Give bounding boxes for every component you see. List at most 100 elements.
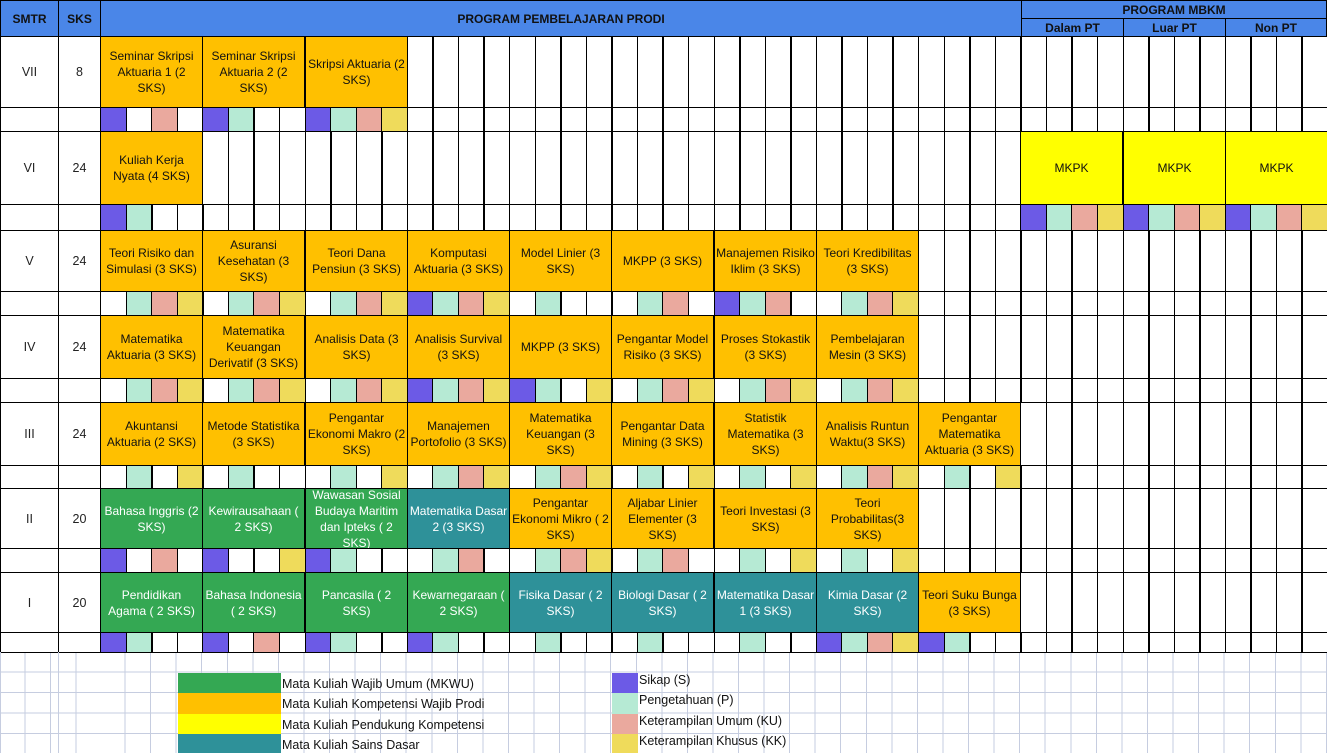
course-cell[interactable]: Teori Kredibilitas (3 SKS)	[816, 230, 919, 292]
course-cell[interactable]: MKPK	[1225, 131, 1327, 205]
semester-label: II	[0, 488, 59, 549]
empty-indicator-cell	[944, 107, 971, 132]
course-cell[interactable]: Matematika Keuangan (3 SKS)	[509, 402, 612, 466]
course-cell[interactable]: Teori Dana Pensiun (3 SKS)	[305, 230, 408, 292]
empty-indicator-cell	[1046, 548, 1073, 573]
empty-cell	[1225, 36, 1252, 108]
course-cell[interactable]: Akuntansi Aktuaria (2 SKS)	[100, 402, 203, 466]
empty-cell	[637, 131, 664, 205]
course-cell[interactable]: Matematika Aktuaria (3 SKS)	[100, 315, 203, 379]
empty-cell	[1097, 572, 1124, 633]
course-cell[interactable]: Seminar Skripsi Aktuaria 2 (2 SKS)	[202, 36, 305, 108]
course-cell[interactable]: Metode Statistika (3 SKS)	[202, 402, 305, 466]
course-cell[interactable]: Teori Investasi (3 SKS)	[714, 488, 817, 549]
competency-kk-marker	[1097, 204, 1124, 231]
competency-p-marker	[330, 465, 357, 489]
empty-indicator-cell	[969, 378, 996, 403]
course-cell[interactable]: Seminar Skripsi Aktuaria 1 (2 SKS)	[100, 36, 203, 108]
course-cell[interactable]: Teori Suku Bunga (3 SKS)	[918, 572, 1021, 633]
course-cell[interactable]: Teori Risiko dan Simulasi (3 SKS)	[100, 230, 203, 292]
course-cell[interactable]: Pendidikan Agama ( 2 SKS)	[100, 572, 203, 633]
course-cell[interactable]: Teori Probabilitas(3 SKS)	[816, 488, 919, 549]
course-cell[interactable]: Pengantar Matematika Aktuaria (3 SKS)	[918, 402, 1021, 466]
course-cell[interactable]: Kimia Dasar (2 SKS)	[816, 572, 919, 633]
empty-indicator-cell	[483, 632, 510, 653]
empty-cell	[458, 131, 485, 205]
course-cell[interactable]: Kewirausahaan ( 2 SKS)	[202, 488, 305, 549]
course-cell[interactable]: Manajemen Portofolio (3 SKS)	[407, 402, 510, 466]
course-cell[interactable]: Asuransi Kesehatan (3 SKS)	[202, 230, 305, 292]
course-cell[interactable]: Proses Stokastik (3 SKS)	[714, 315, 817, 379]
empty-indicator-cell	[1301, 107, 1327, 132]
course-cell[interactable]: Kewarnegaraan ( 2 SKS)	[407, 572, 510, 633]
course-cell[interactable]: Matematika Dasar 2 (3 SKS)	[407, 488, 510, 549]
empty-indicator-cell	[483, 107, 510, 132]
course-cell[interactable]: Manajemen Risiko Iklim (3 SKS)	[714, 230, 817, 292]
course-cell[interactable]: Komputasi Aktuaria (3 SKS)	[407, 230, 510, 292]
course-cell[interactable]: Analisis Data (3 SKS)	[305, 315, 408, 379]
legend-label-msd: Mata Kuliah Sains Dasar	[282, 738, 420, 752]
empty-cell	[1046, 402, 1073, 466]
course-cell[interactable]: Pengantar Ekonomi Mikro ( 2 SKS)	[509, 488, 612, 549]
competency-p-marker	[432, 378, 459, 403]
course-cell[interactable]: MKPK	[1020, 131, 1123, 205]
competency-ku-marker	[458, 548, 485, 573]
empty-indicator-cell	[611, 465, 638, 489]
empty-cell	[995, 488, 1022, 549]
empty-indicator-cell	[509, 291, 536, 316]
empty-cell	[1301, 572, 1327, 633]
empty-indicator-cell	[688, 632, 715, 653]
semester-label: VII	[0, 36, 59, 108]
course-cell[interactable]: Biologi Dasar ( 2 SKS)	[611, 572, 714, 633]
empty-indicator-cell	[714, 632, 741, 653]
empty-cell	[1097, 36, 1124, 108]
competency-s-marker	[100, 548, 127, 573]
empty-indicator-cell	[662, 107, 689, 132]
competency-kk-marker	[892, 465, 919, 489]
empty-indicator-cell	[1123, 632, 1150, 653]
empty-indicator-cell	[1301, 378, 1327, 403]
empty-cell	[1250, 36, 1277, 108]
empty-indicator-cell	[177, 548, 204, 573]
course-cell[interactable]: Bahasa Indonesia ( 2 SKS)	[202, 572, 305, 633]
empty-indicator-cell	[662, 465, 689, 489]
course-cell[interactable]: Bahasa Inggris (2 SKS)	[100, 488, 203, 549]
course-cell[interactable]: Model Linier (3 SKS)	[509, 230, 612, 292]
empty-indicator-cell	[918, 548, 945, 573]
competency-s-marker	[100, 204, 127, 231]
empty-indicator-cell	[995, 291, 1022, 316]
course-cell[interactable]: Kuliah Kerja Nyata (4 SKS)	[100, 131, 203, 205]
course-cell[interactable]: Pengantar Ekonomi Makro (2 SKS)	[305, 402, 408, 466]
empty-indicator-cell	[688, 204, 715, 231]
legend-swatch-p	[612, 693, 638, 714]
empty-cell	[1174, 402, 1201, 466]
course-cell[interactable]: MKPK	[1123, 131, 1226, 205]
course-cell[interactable]: Matematika Dasar 1 (3 SKS)	[714, 572, 817, 633]
empty-cell	[1276, 402, 1303, 466]
course-cell[interactable]: Skripsi Aktuaria (2 SKS)	[305, 36, 408, 108]
empty-indicator-cell	[1250, 548, 1277, 573]
course-cell[interactable]: Matematika Keuangan Derivatif (3 SKS)	[202, 315, 305, 379]
empty-indicator-cell	[995, 204, 1022, 231]
header-smtr: SMTR	[0, 0, 59, 37]
empty-cell	[969, 131, 996, 205]
course-cell[interactable]: Fisika Dasar ( 2 SKS)	[509, 572, 612, 633]
empty-indicator-cell	[1199, 632, 1226, 653]
course-cell[interactable]: MKPP (3 SKS)	[509, 315, 612, 379]
empty-indicator-cell	[1225, 548, 1252, 573]
empty-cell	[1020, 230, 1047, 292]
course-cell[interactable]: Pembelajaran Mesin (3 SKS)	[816, 315, 919, 379]
course-cell[interactable]: Wawasan Sosial Budaya Maritim dan Ipteks…	[305, 488, 408, 549]
course-cell[interactable]: Pengantar Model Risiko (3 SKS)	[611, 315, 714, 379]
course-cell[interactable]: Pancasila ( 2 SKS)	[305, 572, 408, 633]
course-cell[interactable]: Statistik Matematika (3 SKS)	[714, 402, 817, 466]
course-cell[interactable]: Aljabar Linier Elementer (3 SKS)	[611, 488, 714, 549]
course-cell[interactable]: Analisis Survival (3 SKS)	[407, 315, 510, 379]
sks-total: 20	[58, 572, 101, 633]
legend-swatch-mkwu	[178, 673, 281, 694]
competency-ku-marker	[356, 291, 383, 316]
course-cell[interactable]: MKPP (3 SKS)	[611, 230, 714, 292]
course-cell[interactable]: Analisis Runtun Waktu(3 SKS)	[816, 402, 919, 466]
empty-cell	[714, 36, 741, 108]
course-cell[interactable]: Pengantar Data Mining (3 SKS)	[611, 402, 714, 466]
